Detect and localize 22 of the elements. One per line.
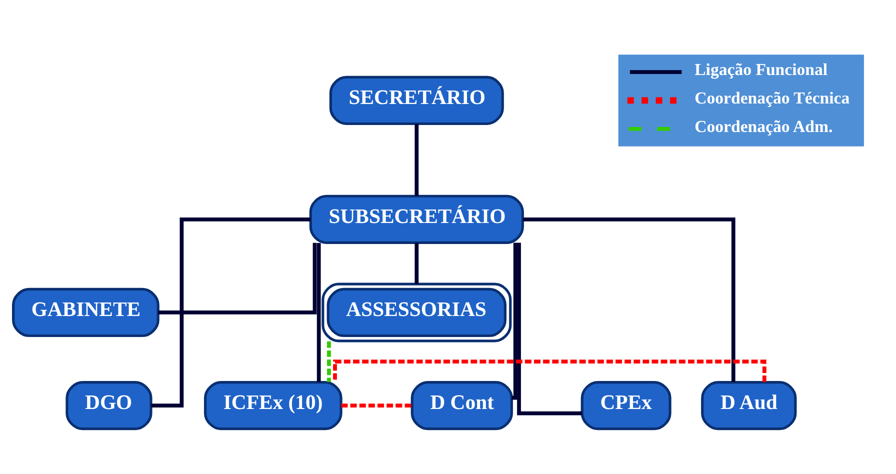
node-box: SECRETÁRIO <box>329 75 504 125</box>
node-box: ICFEx (10) <box>204 380 342 430</box>
legend-label: Coordenação Técnica <box>694 88 850 108</box>
node-box: CPEx <box>580 380 672 430</box>
node-box: D Aud <box>701 380 797 430</box>
connector <box>151 216 311 407</box>
connector <box>327 340 331 382</box>
connector <box>523 216 736 382</box>
connector <box>158 242 317 314</box>
connector <box>517 242 582 415</box>
connector <box>512 242 518 400</box>
connector <box>414 242 419 284</box>
legend-label: Ligação Funcional <box>694 60 828 79</box>
node-box: GABINETE <box>12 287 160 337</box>
connector <box>316 242 321 382</box>
connector <box>414 123 419 196</box>
node-box: DGO <box>66 380 152 430</box>
connector <box>341 403 412 407</box>
node-box: SUBSECRETÁRIO <box>309 194 524 244</box>
legend-label: Coordenação Adm. <box>694 116 833 136</box>
node-box: ASSESSORIAS <box>322 282 512 342</box>
node-box: D Cont <box>410 380 513 430</box>
